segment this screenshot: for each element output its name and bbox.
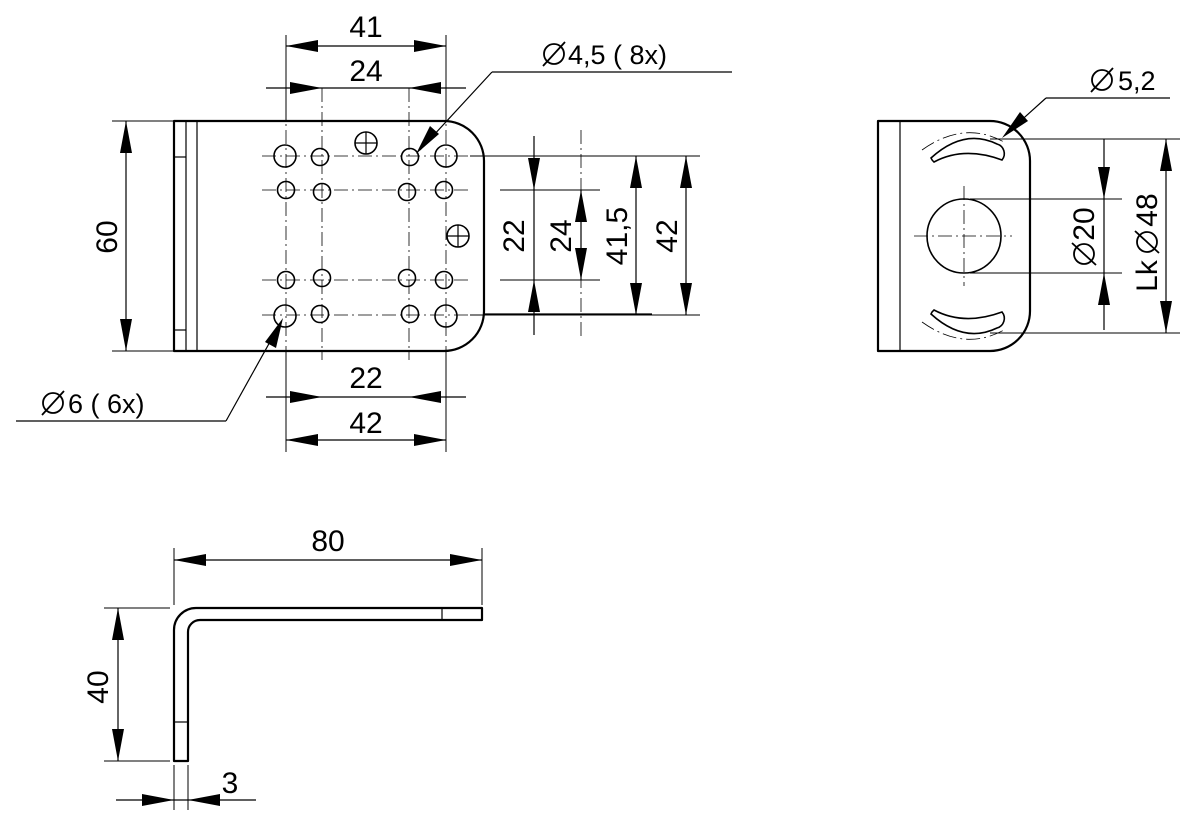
profile-outline [172,606,484,763]
dim-bottom-22: 22 [266,362,466,403]
dim-left-60: 60 [91,120,174,352]
dim-label-42-bottom: 42 [349,407,382,440]
small-hole-group [276,147,454,324]
small-hole [434,270,454,290]
dim-top-41: 41 [285,11,447,121]
diameter-symbol-icon [1071,242,1097,266]
dim-label-40: 40 [82,670,115,703]
callout-large-holes: 6 ( 6x) [16,318,283,422]
dim-label-20: 20 [1068,207,1101,240]
dim-label-24-right: 24 [545,219,578,252]
small-hole [276,180,296,200]
dim-bottom-42: 42 [285,351,447,452]
slot-top [930,137,1006,163]
small-hole [434,180,454,200]
large-hole [273,144,297,168]
large-hole [273,304,297,328]
small-hole [400,147,420,167]
callout-label-6: 6 ( 6x) [68,389,145,419]
dim-label-41: 41 [349,11,382,44]
diameter-symbol-icon [542,41,566,67]
side-plate-outline [876,119,1032,353]
dim-label-22-bottom: 22 [349,362,382,395]
small-hole [397,268,417,288]
large-hole [434,144,458,168]
dim-label-60: 60 [91,220,124,253]
side-view: 20 Lk 48 5,2 [876,66,1180,353]
diameter-symbol-icon [1134,230,1160,254]
small-hole [310,304,330,324]
large-hole [434,304,458,328]
front-view: 41 24 60 [16,11,732,452]
profile-view: 80 40 3 [82,525,484,810]
large-hole-group [273,131,470,328]
dim-center-hole: 20 [1068,207,1101,266]
diameter-symbol-icon [1090,67,1114,93]
small-hole [312,268,332,288]
dim-bolt-circle: Lk 48 [1131,193,1164,292]
dim-label-3: 3 [222,767,239,800]
dim-label-24-top: 24 [349,55,382,88]
callout-small-holes: 4,5 ( 8x) [416,40,732,154]
small-hole [397,182,417,202]
small-hole [312,182,332,202]
dim-label-41-5: 41,5 [601,207,634,265]
dim-label-lk: Lk [1131,259,1164,292]
dim-label-42-right: 42 [651,219,684,252]
small-hole [400,304,420,324]
small-hole [276,270,296,290]
dim-label-80: 80 [311,525,344,558]
dim-right-group: 22 24 41,5 42 [470,130,700,340]
dim-label-48: 48 [1131,193,1164,226]
slot-bottom [930,309,1006,335]
dim-top-24: 24 [266,55,466,94]
small-hole [310,147,330,167]
callout-label-5-2: 5,2 [1118,66,1156,96]
dim-label-22-right: 22 [498,219,531,252]
callout-label-4-5: 4,5 ( 8x) [568,40,667,70]
front-plate-outline [172,119,486,353]
diameter-symbol-icon [41,390,65,416]
